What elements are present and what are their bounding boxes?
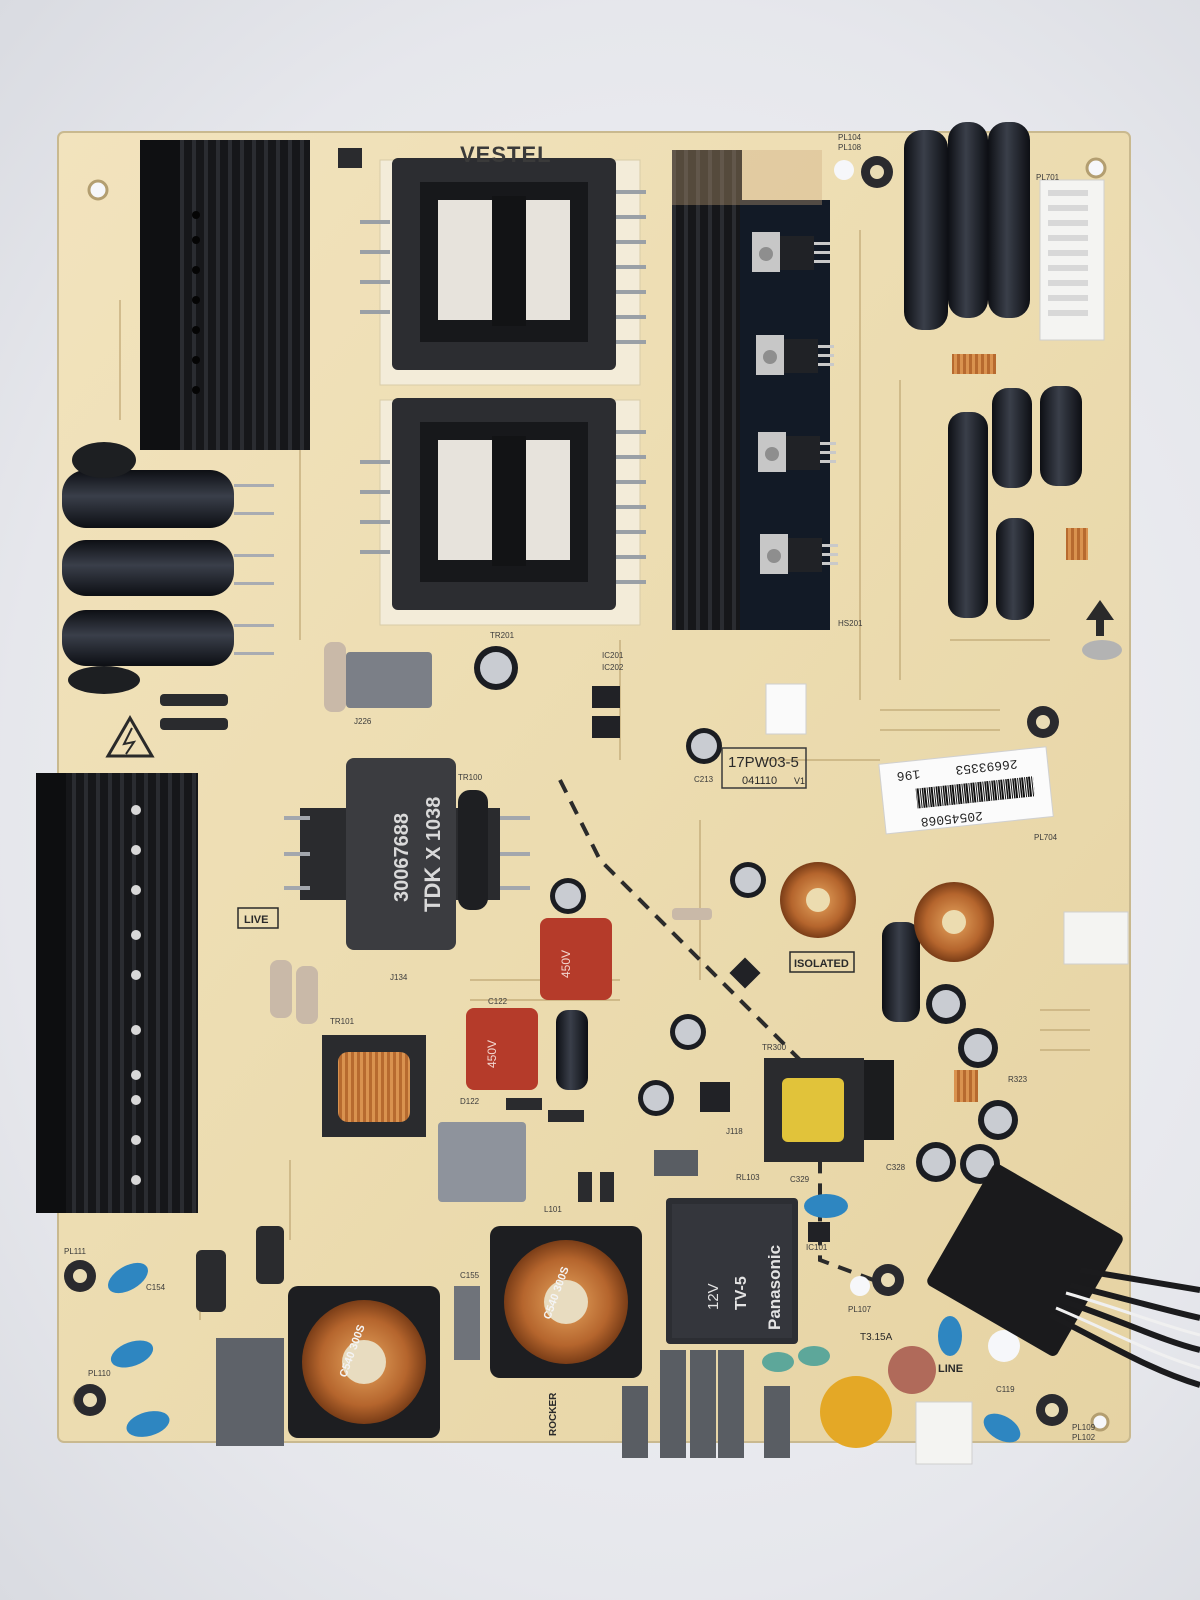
transformer-marking: X 1038 [423, 797, 445, 860]
refdes-l101: L101 [544, 1205, 562, 1214]
output-capacitors-top-right [556, 122, 1082, 1090]
auxiliary-transformer [764, 1058, 894, 1162]
refdes-pl107: PL107 [848, 1305, 872, 1314]
refdes-pl104: PL104 [838, 133, 862, 142]
refdes-d122: D122 [460, 1097, 480, 1106]
refdes-c213: C213 [694, 775, 714, 784]
main-transformer-lower [360, 398, 646, 626]
silkscreen-text: VESTEL 17PW03-5 041110 V1 ISOLATED LIVE … [64, 133, 1096, 1442]
sticker-code-top: 26693353 [955, 756, 1019, 777]
toroid-inductors [780, 354, 1088, 1102]
y-capacitors [108, 1194, 1021, 1443]
refdes-tr300: TR300 [762, 1043, 787, 1052]
isolated-label: ISOLATED [794, 958, 849, 970]
small-radial-capacitors [474, 646, 1018, 1184]
varistor [820, 1346, 936, 1448]
relay-brand: Panasonic [765, 1245, 784, 1330]
relay: Panasonic TV-5 12V [666, 1198, 798, 1344]
refdes-ic201: IC201 [602, 651, 624, 660]
refdes-tr101: TR101 [330, 1017, 355, 1026]
to220-regulators [752, 232, 838, 574]
refdes-tr201: TR201 [490, 631, 515, 640]
refdes-ic202: IC202 [602, 663, 624, 672]
refdes-c154: C154 [146, 1283, 166, 1292]
arrow-up-icon [1082, 600, 1122, 660]
wire-harness-connector [927, 1164, 1200, 1388]
refdes-c122: C122 [488, 997, 508, 1006]
heatsink-top-left [140, 140, 310, 450]
sticker-barcode-number: 20545068 [920, 808, 984, 829]
serial-sticker: 26693353 196 20545068 [878, 746, 1054, 835]
bulk-capacitors-left [62, 442, 274, 694]
refdes-pl701: PL701 [1036, 173, 1060, 182]
transformer-part-number: 30067688 [391, 813, 413, 902]
relay-model: TV-5 [733, 1276, 750, 1310]
brand-logo: VESTEL [460, 142, 552, 167]
refdes-tr100: TR100 [458, 773, 483, 782]
rocker-label: ROCKER [548, 1392, 559, 1436]
refdes-pl102: PL102 [1072, 1433, 1096, 1442]
refdes-pl109: PL109 [1072, 1423, 1096, 1432]
isolation-line [558, 779, 901, 1292]
refdes-j118: J118 [726, 1127, 743, 1136]
x-capacitors [216, 652, 790, 1458]
heatsink-center [672, 150, 838, 630]
standby-transformer: 30067688 TDK X 1038 [284, 758, 530, 950]
test-sticker [765, 683, 807, 735]
board-model: 17PW03-5 [728, 754, 799, 771]
film-cap-voltage-2: 450V [485, 1040, 499, 1068]
refdes-c328: C328 [886, 1163, 906, 1172]
refdes-c155: C155 [460, 1271, 480, 1280]
refdes-c329: C329 [790, 1175, 810, 1184]
live-label: LIVE [244, 914, 268, 926]
refdes-r323: R323 [1008, 1075, 1028, 1084]
board-date-code: 041110 [742, 775, 777, 787]
refdes-pl111: PL111 [64, 1247, 86, 1256]
relay-voltage: 12V [705, 1283, 722, 1310]
fuse-rating: T3.15A [860, 1332, 893, 1343]
pfc-inductor [322, 1035, 426, 1137]
refdes-pl108: PL108 [838, 143, 862, 152]
board-revision: V1 [794, 776, 805, 786]
refdes-c119: C119 [996, 1385, 1015, 1394]
common-mode-chokes: C540 300S C540 300S [288, 1226, 642, 1438]
sticker-code-small: 196 [896, 766, 921, 783]
connectors [915, 179, 1200, 1465]
refdes-pl704: PL704 [1034, 833, 1058, 842]
film-cap-voltage-1: 450V [559, 950, 573, 978]
transformer-brand: TDK [420, 867, 445, 912]
refdes-hs201: HS201 [838, 619, 863, 628]
refdes-j226: J226 [354, 717, 372, 726]
heatsink-left [36, 773, 198, 1213]
refdes-rl103: RL103 [736, 1173, 760, 1182]
ground-lugs [64, 156, 1068, 1426]
main-transformer-upper [360, 158, 646, 386]
line-label: LINE [938, 1363, 963, 1375]
refdes-j134: J134 [390, 973, 408, 982]
refdes-ic101: IC101 [806, 1243, 828, 1252]
high-voltage-warning-icon [105, 715, 155, 758]
film-capacitors: 450V 450V [466, 918, 612, 1090]
refdes-pl110: PL110 [88, 1369, 111, 1378]
